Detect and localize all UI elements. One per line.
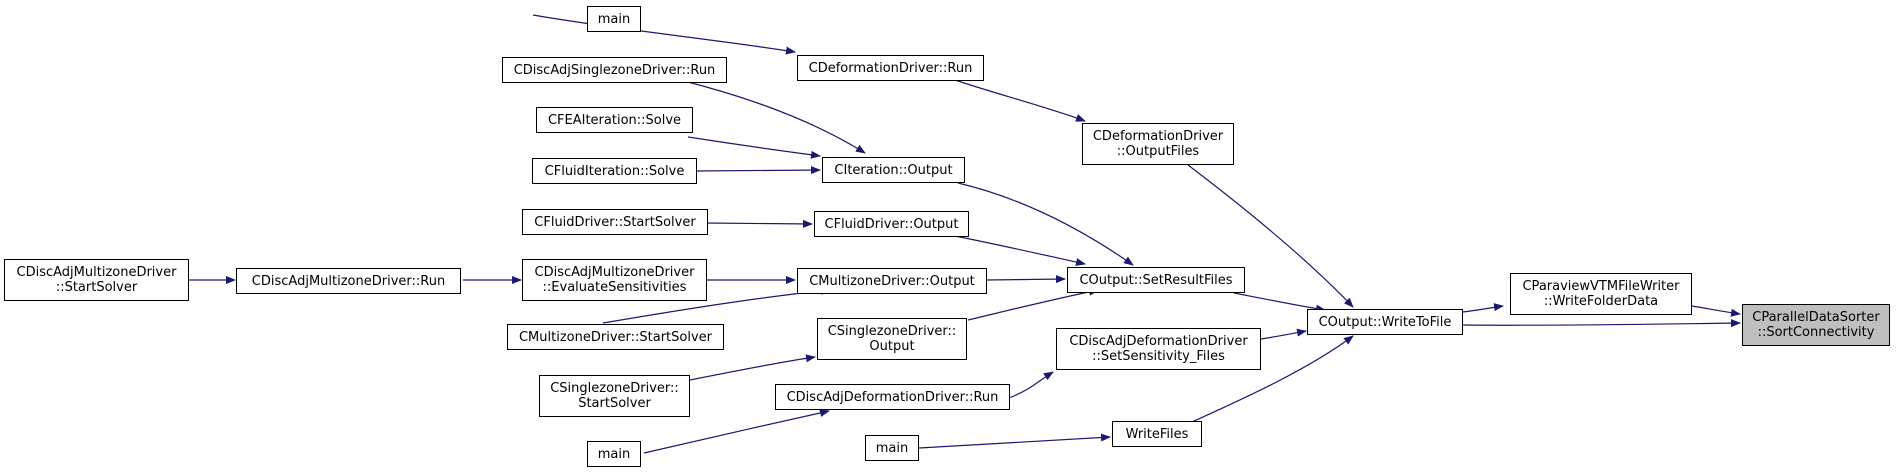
node-label-line-1: CSinglezoneDriver:: — [827, 324, 957, 339]
node-label-line-2: ::StartSolver — [55, 280, 138, 295]
node-cfluid-driver-startsolver[interactable]: CFluidDriver::StartSolver — [522, 209, 708, 235]
edge-set-result-files-to-write-to-file — [1233, 292, 1326, 313]
node-label-line-1: CDeformationDriver — [1092, 129, 1224, 144]
node-label-line-2: ::WriteFolderData — [1543, 294, 1659, 309]
edge-fluid-output-to-set-result-files — [954, 235, 1086, 266]
node-cfluid-iteration-solve[interactable]: CFluidIteration::Solve — [532, 158, 697, 184]
node-coutput-writetofile[interactable]: COutput::WriteToFile — [1307, 309, 1463, 335]
edge-fea-solve-to-iteration-output — [687, 136, 821, 159]
node-label-line-1: CParaviewVTMFileWriter — [1522, 279, 1680, 294]
node-label: main — [875, 440, 909, 456]
node-label: WriteFiles — [1125, 426, 1189, 442]
node-label: CDiscAdjMultizoneDriver::Run — [251, 273, 446, 289]
node-label-line-1: CDiscAdjMultizoneDriver — [16, 265, 177, 280]
node-label-line-2: ::EvaluateSensitivities — [542, 280, 687, 295]
node-citeration-output[interactable]: CIteration::Output — [822, 157, 965, 183]
node-cfluid-driver-output[interactable]: CFluidDriver::Output — [814, 211, 969, 237]
edge-fluid-start-to-fluid-output — [704, 219, 813, 228]
edge-discadj-deformation-run-to-set-sensitivity-files — [1008, 371, 1054, 399]
node-label-line-1: CDiscAdjMultizoneDriver — [534, 265, 695, 280]
edge-write-to-file-to-sort-connectivity — [1462, 319, 1741, 328]
node-label: CDiscAdjSinglezoneDriver::Run — [513, 62, 716, 78]
node-label: CFluidIteration::Solve — [544, 163, 685, 179]
node-main-mid[interactable]: main — [865, 435, 919, 461]
node-label: CIteration::Output — [834, 162, 953, 178]
node-label: CDiscAdjDeformationDriver::Run — [786, 389, 999, 405]
edge-writefiles-to-write-to-file — [1182, 335, 1354, 427]
node-label-line-2: ::OutputFiles — [1116, 144, 1200, 159]
node-cdiscadj-deformation-setsensitivityfiles[interactable]: CDiscAdjDeformationDriver ::SetSensitivi… — [1056, 328, 1261, 370]
edge-multizone-output-to-set-result-files — [986, 275, 1066, 284]
node-label: CFEAIteration::Solve — [547, 112, 682, 128]
node-label: main — [597, 446, 631, 462]
node-cdeformation-driver-run[interactable]: CDeformationDriver::Run — [797, 55, 984, 81]
node-label-line-1: CSinglezoneDriver:: — [550, 381, 679, 396]
edge-discadj-singlezone-run-to-iteration-output — [679, 79, 866, 154]
node-label-line-2: StartSolver — [578, 396, 651, 411]
node-cfea-iteration-solve[interactable]: CFEAIteration::Solve — [536, 107, 693, 133]
node-cmultizone-startsolver[interactable]: CMultizoneDriver::StartSolver — [507, 324, 724, 350]
node-label-line-2: ::SortConnectivity — [1757, 325, 1875, 340]
node-main-bottom[interactable]: main — [587, 441, 641, 467]
edge-iteration-output-to-set-result-files — [957, 182, 1134, 266]
edge-fluid-iteration-solve-to-iteration-output — [694, 166, 821, 175]
edge-main-to-discadj-deformation-run — [643, 409, 830, 454]
node-label-line-1: CParallelDataSorter — [1752, 310, 1880, 325]
node-label: main — [597, 11, 631, 27]
node-cparallel-datasorter-sortconnectivity: CParallelDataSorter ::SortConnectivity — [1742, 304, 1890, 346]
edge-main-to-deformation-run — [532, 14, 796, 55]
node-csinglezone-startsolver[interactable]: CSinglezoneDriver:: StartSolver — [539, 375, 690, 417]
edge-set-sensitivity-files-to-write-to-file — [1260, 328, 1307, 340]
node-label: CMultizoneDriver::StartSolver — [518, 329, 712, 345]
edge-main-to-writefiles — [918, 433, 1111, 449]
node-cparaview-vtm-writefolderdata[interactable]: CParaviewVTMFileWriter ::WriteFolderData — [1510, 273, 1692, 315]
node-label-line-2: ::SetSensitivity_Files — [1092, 349, 1225, 364]
node-coutput-setresultfiles[interactable]: COutput::SetResultFiles — [1067, 267, 1245, 293]
edge-deformation-run-to-output-files — [954, 79, 1086, 122]
node-cmultizone-driver-output[interactable]: CMultizoneDriver::Output — [797, 268, 987, 294]
node-cdiscadj-deformation-run[interactable]: CDiscAdjDeformationDriver::Run — [775, 384, 1010, 410]
edge-output-files-to-write-to-file — [1187, 164, 1354, 308]
node-label: CDeformationDriver::Run — [808, 60, 973, 76]
node-label-line-2: Output — [869, 339, 915, 354]
edge-write-folder-data-to-sort-connectivity — [1691, 305, 1741, 317]
node-label: COutput::WriteToFile — [1318, 314, 1452, 330]
node-cdeformation-driver-outputfiles[interactable]: CDeformationDriver ::OutputFiles — [1082, 123, 1234, 165]
edge-write-to-file-to-write-folder-data — [1462, 303, 1504, 313]
node-main-top[interactable]: main — [587, 6, 641, 32]
node-label-line-1: CDiscAdjDeformationDriver — [1069, 334, 1248, 349]
node-label: CFluidDriver::StartSolver — [534, 214, 696, 230]
node-label: COutput::SetResultFiles — [1079, 272, 1233, 288]
edge-singlezone-output-to-set-result-files — [967, 287, 1099, 321]
node-cdiscadj-singlezone-run[interactable]: CDiscAdjSinglezoneDriver::Run — [502, 57, 727, 83]
node-cdiscadj-multizone-evaluatesensitivities[interactable]: CDiscAdjMultizoneDriver ::EvaluateSensit… — [522, 259, 707, 301]
node-writefiles[interactable]: WriteFiles — [1112, 421, 1202, 447]
node-csinglezone-driver-output[interactable]: CSinglezoneDriver:: Output — [817, 318, 967, 360]
edge-singlezone-start-to-singlezone-output — [689, 354, 816, 381]
node-cdiscadj-multizone-startsolver[interactable]: CDiscAdjMultizoneDriver ::StartSolver — [4, 259, 189, 301]
node-cdiscadj-multizone-run[interactable]: CDiscAdjMultizoneDriver::Run — [236, 268, 461, 294]
node-label: CMultizoneDriver::Output — [809, 273, 975, 289]
node-label: CFluidDriver::Output — [824, 216, 959, 232]
